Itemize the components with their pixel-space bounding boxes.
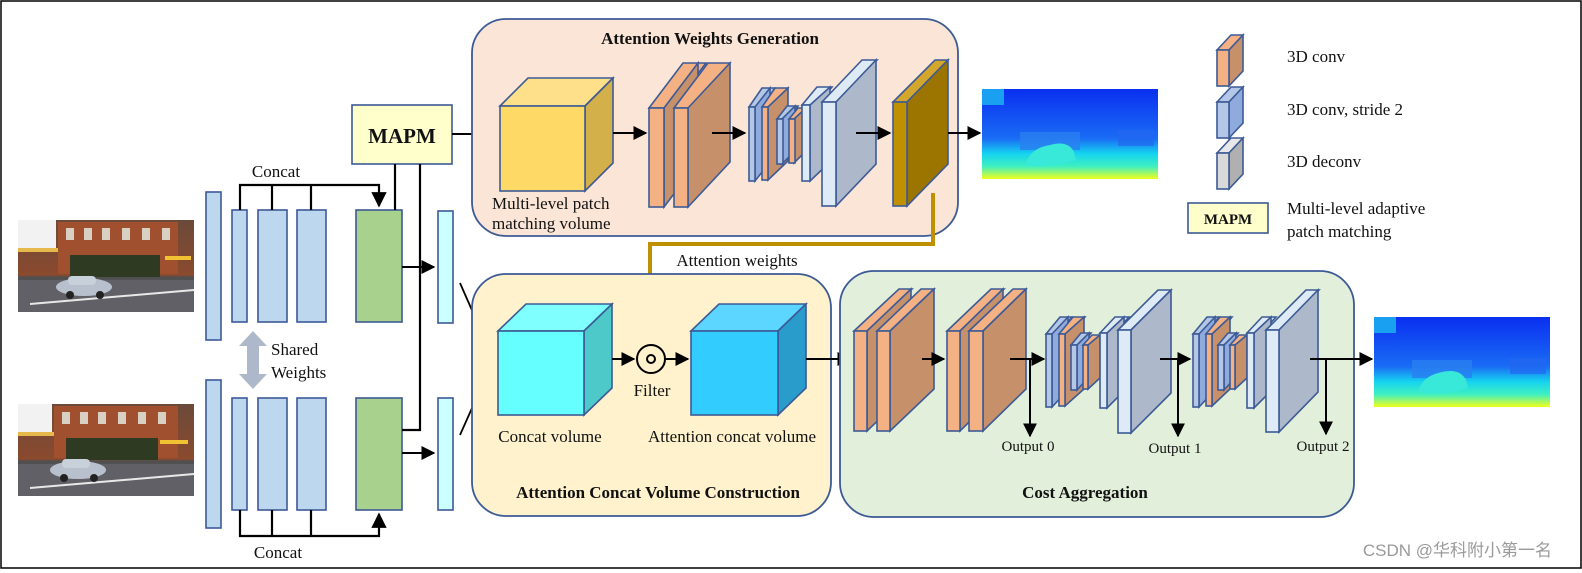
feature-block [205,191,222,341]
legend: 3D conv 3D conv, stride 2 3D deconv MAPM… [1187,32,1425,241]
patch-matching-volume-cube [498,76,615,193]
feature-block [296,397,327,511]
hourglass-block-2 [1191,288,1321,434]
conv3d-block [875,287,936,433]
legend-mapm-desc-1: Multi-level adaptive [1287,199,1425,218]
feature-block [257,209,288,323]
awg-title: Attention Weights Generation [601,29,819,48]
filter-label: Filter [634,381,671,400]
legend-icon-3d-deconv [1215,135,1245,192]
feature-block [205,379,222,529]
attention-concat-volume-panel: Concat volume Filter Attention concat vo… [471,273,832,517]
mapm-connector [402,164,422,432]
feature-block [231,397,248,511]
attention-weights-label: Attention weights [676,251,797,270]
cost-aggregation-panel: Output 0 Output 1 [839,270,1374,518]
left-input-image [18,220,195,312]
concat-label-bottom: Concat [254,543,302,562]
legend-label-3d-conv: 3D conv [1287,47,1346,66]
concat-feature-block [355,397,403,511]
concat-label-top: Concat [252,162,300,181]
patch-volume-label-1: Multi-level patch [492,194,610,213]
legend-icon-3d-conv [1215,32,1245,89]
legend-mapm-badge [1187,202,1269,234]
output-1-label: Output 1 [1149,441,1202,457]
concat-volume-cube [496,302,614,417]
legend-label-3d-conv-stride: 3D conv, stride 2 [1287,100,1403,119]
feature-block [231,209,248,323]
disparity-map-top [982,89,1158,179]
group-feature-block [437,210,454,324]
concat-volume-label: Concat volume [498,427,601,446]
feature-extractor-top [205,183,454,341]
attention-weights-generation-panel: Attention Weights Generation Multi-level… [471,18,959,237]
concat-connector-bottom [238,510,387,538]
concat-feature-block [355,209,403,323]
legend-mapm-desc-2: patch matching [1287,222,1392,241]
attention-output-block [891,58,950,208]
legend-mapm-badge-label: MAPM [1204,212,1252,228]
attention-concat-volume-label: Attention concat volume [648,427,816,446]
feature-block [296,209,327,323]
patch-volume-label-2: matching volume [492,214,611,233]
shared-weights-arrow-icon [239,331,267,389]
legend-label-3d-deconv: 3D deconv [1287,152,1362,171]
feature-block [257,397,288,511]
output-0-label: Output 0 [1002,439,1055,455]
hourglass-block-1 [1044,288,1173,435]
feature-extractor-bottom [205,379,454,538]
concat-connector-top [238,183,387,210]
disparity-map-final [1374,317,1550,407]
mapm-box [351,104,453,165]
conv3d-block [672,60,732,210]
shared-weights-label-1: Shared [271,340,319,359]
watermark: CSDN @华科附小第一名 [1363,541,1552,560]
conv3d-block [967,287,1028,433]
output-2-label: Output 2 [1297,439,1350,455]
group-feature-block [437,397,454,511]
shared-weights-label-2: Weights [271,363,326,382]
cost-aggregation-title: Cost Aggregation [1022,483,1148,502]
mapm-label: MAPM [368,124,436,148]
acvc-title: Attention Concat Volume Construction [516,483,800,502]
attention-concat-volume-cube [689,302,808,417]
right-input-image [18,404,195,496]
legend-icon-3d-conv-stride [1215,84,1245,141]
